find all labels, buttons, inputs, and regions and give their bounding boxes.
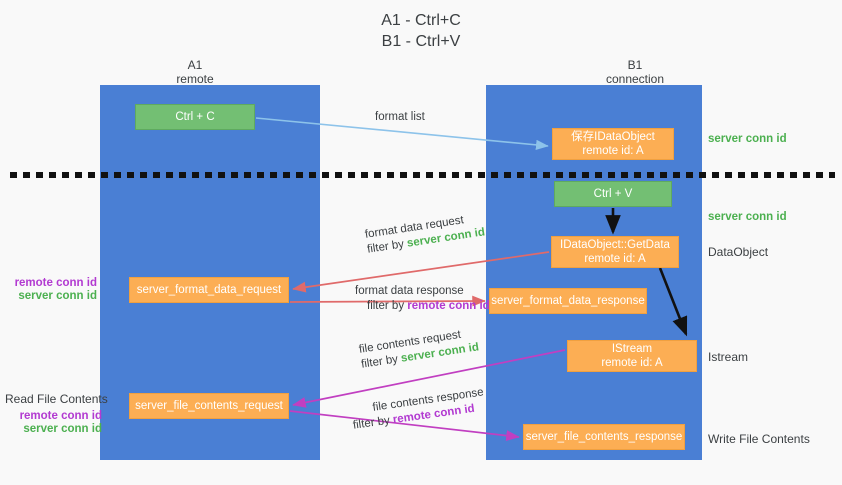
annotation-server-conn-id-1: server conn id	[18, 290, 97, 302]
node-istream-line2: remote id: A	[601, 357, 663, 369]
title-line-1: A1 - Ctrl+C	[381, 12, 461, 29]
node-server-format-data-response-label: server_format_data_response	[491, 295, 645, 307]
title-line-2: B1 - Ctrl+V	[381, 33, 461, 50]
annotation-conn-ids-bottom: remote conn id server conn id	[5, 410, 102, 436]
edge-label-file-contents-response: file contents response filter by remote …	[350, 385, 487, 433]
column-header-a1: A1 remote	[135, 58, 255, 86]
edge-label-format-list: format list	[375, 110, 425, 125]
column-b1-name: B1	[627, 58, 643, 72]
annotation-write-file-contents: Write File Contents	[708, 432, 810, 446]
annotation-read-file-contents: Read File Contents	[5, 392, 108, 406]
node-save-idataobject-line2: remote id: A	[582, 145, 644, 157]
annotation-server-conn-id-2: server conn id	[23, 423, 102, 435]
edge-label-fdresp-filter-prefix: filter by	[367, 300, 408, 312]
edge-label-file-contents-request: file contents request filter by server c…	[358, 325, 480, 372]
annotation-istream: Istream	[708, 350, 749, 364]
node-istream-line1: IStream	[611, 343, 653, 355]
page-title: A1 - Ctrl+C B1 - Ctrl+V	[0, 10, 842, 52]
node-getdata-line2: remote id: A	[584, 253, 646, 265]
edge-label-format-list-text: format list	[375, 111, 425, 123]
node-save-idataobject[interactable]: 保存IDataObject remote id: A	[552, 128, 674, 160]
edge-label-fdresp-filter-value: remote conn id	[407, 300, 490, 312]
node-save-idataobject-line1: 保存IDataObject	[571, 131, 655, 143]
node-server-file-contents-request-label: server_file_contents_request	[135, 400, 283, 412]
edge-label-fdresp-line1: format data response	[355, 285, 464, 297]
column-b1-sub: connection	[605, 72, 665, 86]
node-server-format-data-request[interactable]: server_format_data_request	[129, 277, 289, 303]
node-ctrl-v[interactable]: Ctrl + V	[554, 181, 672, 207]
annotation-server-conn-id-top: server conn id	[708, 133, 787, 145]
annotation-remote-conn-id-1: remote conn id	[14, 277, 97, 289]
node-server-file-contents-response-label: server_file_contents_response	[525, 431, 683, 443]
node-idataobject-getdata[interactable]: IDataObject::GetData remote id: A	[551, 236, 679, 268]
edge-label-format-data-response: format data response filter by remote co…	[355, 284, 490, 314]
node-ctrl-v-label: Ctrl + V	[593, 188, 633, 200]
edge-label-format-data-request: format data request filter by server con…	[364, 210, 486, 257]
node-istream[interactable]: IStream remote id: A	[567, 340, 697, 372]
column-a1-name: A1	[187, 58, 203, 72]
node-server-format-data-response[interactable]: server_format_data_response	[489, 288, 647, 314]
node-server-file-contents-request[interactable]: server_file_contents_request	[129, 393, 289, 419]
annotation-remote-conn-id-2: remote conn id	[19, 410, 102, 422]
node-getdata-line1: IDataObject::GetData	[560, 239, 670, 251]
annotation-dataobject: DataObject	[708, 245, 769, 259]
column-header-b1: B1 connection	[570, 58, 700, 86]
node-server-file-contents-response[interactable]: server_file_contents_response	[523, 424, 685, 450]
annotation-conn-ids-top: remote conn id server conn id	[5, 277, 97, 303]
node-ctrl-c-label: Ctrl + C	[175, 111, 215, 123]
column-a1-sub: remote	[176, 72, 214, 86]
phase-divider	[10, 172, 835, 178]
edge-label-fdresp-line2: filter by remote conn id	[355, 299, 490, 314]
node-server-format-data-request-label: server_format_data_request	[136, 284, 282, 296]
node-ctrl-c[interactable]: Ctrl + C	[135, 104, 255, 130]
edge-label-fcresp-filter-prefix: filter by	[352, 414, 394, 432]
edge-label-fcreq-filter-prefix: filter by	[360, 352, 402, 371]
edge-label-fdreq-filter-prefix: filter by	[366, 237, 408, 256]
annotation-server-conn-id-mid: server conn id	[708, 211, 787, 223]
